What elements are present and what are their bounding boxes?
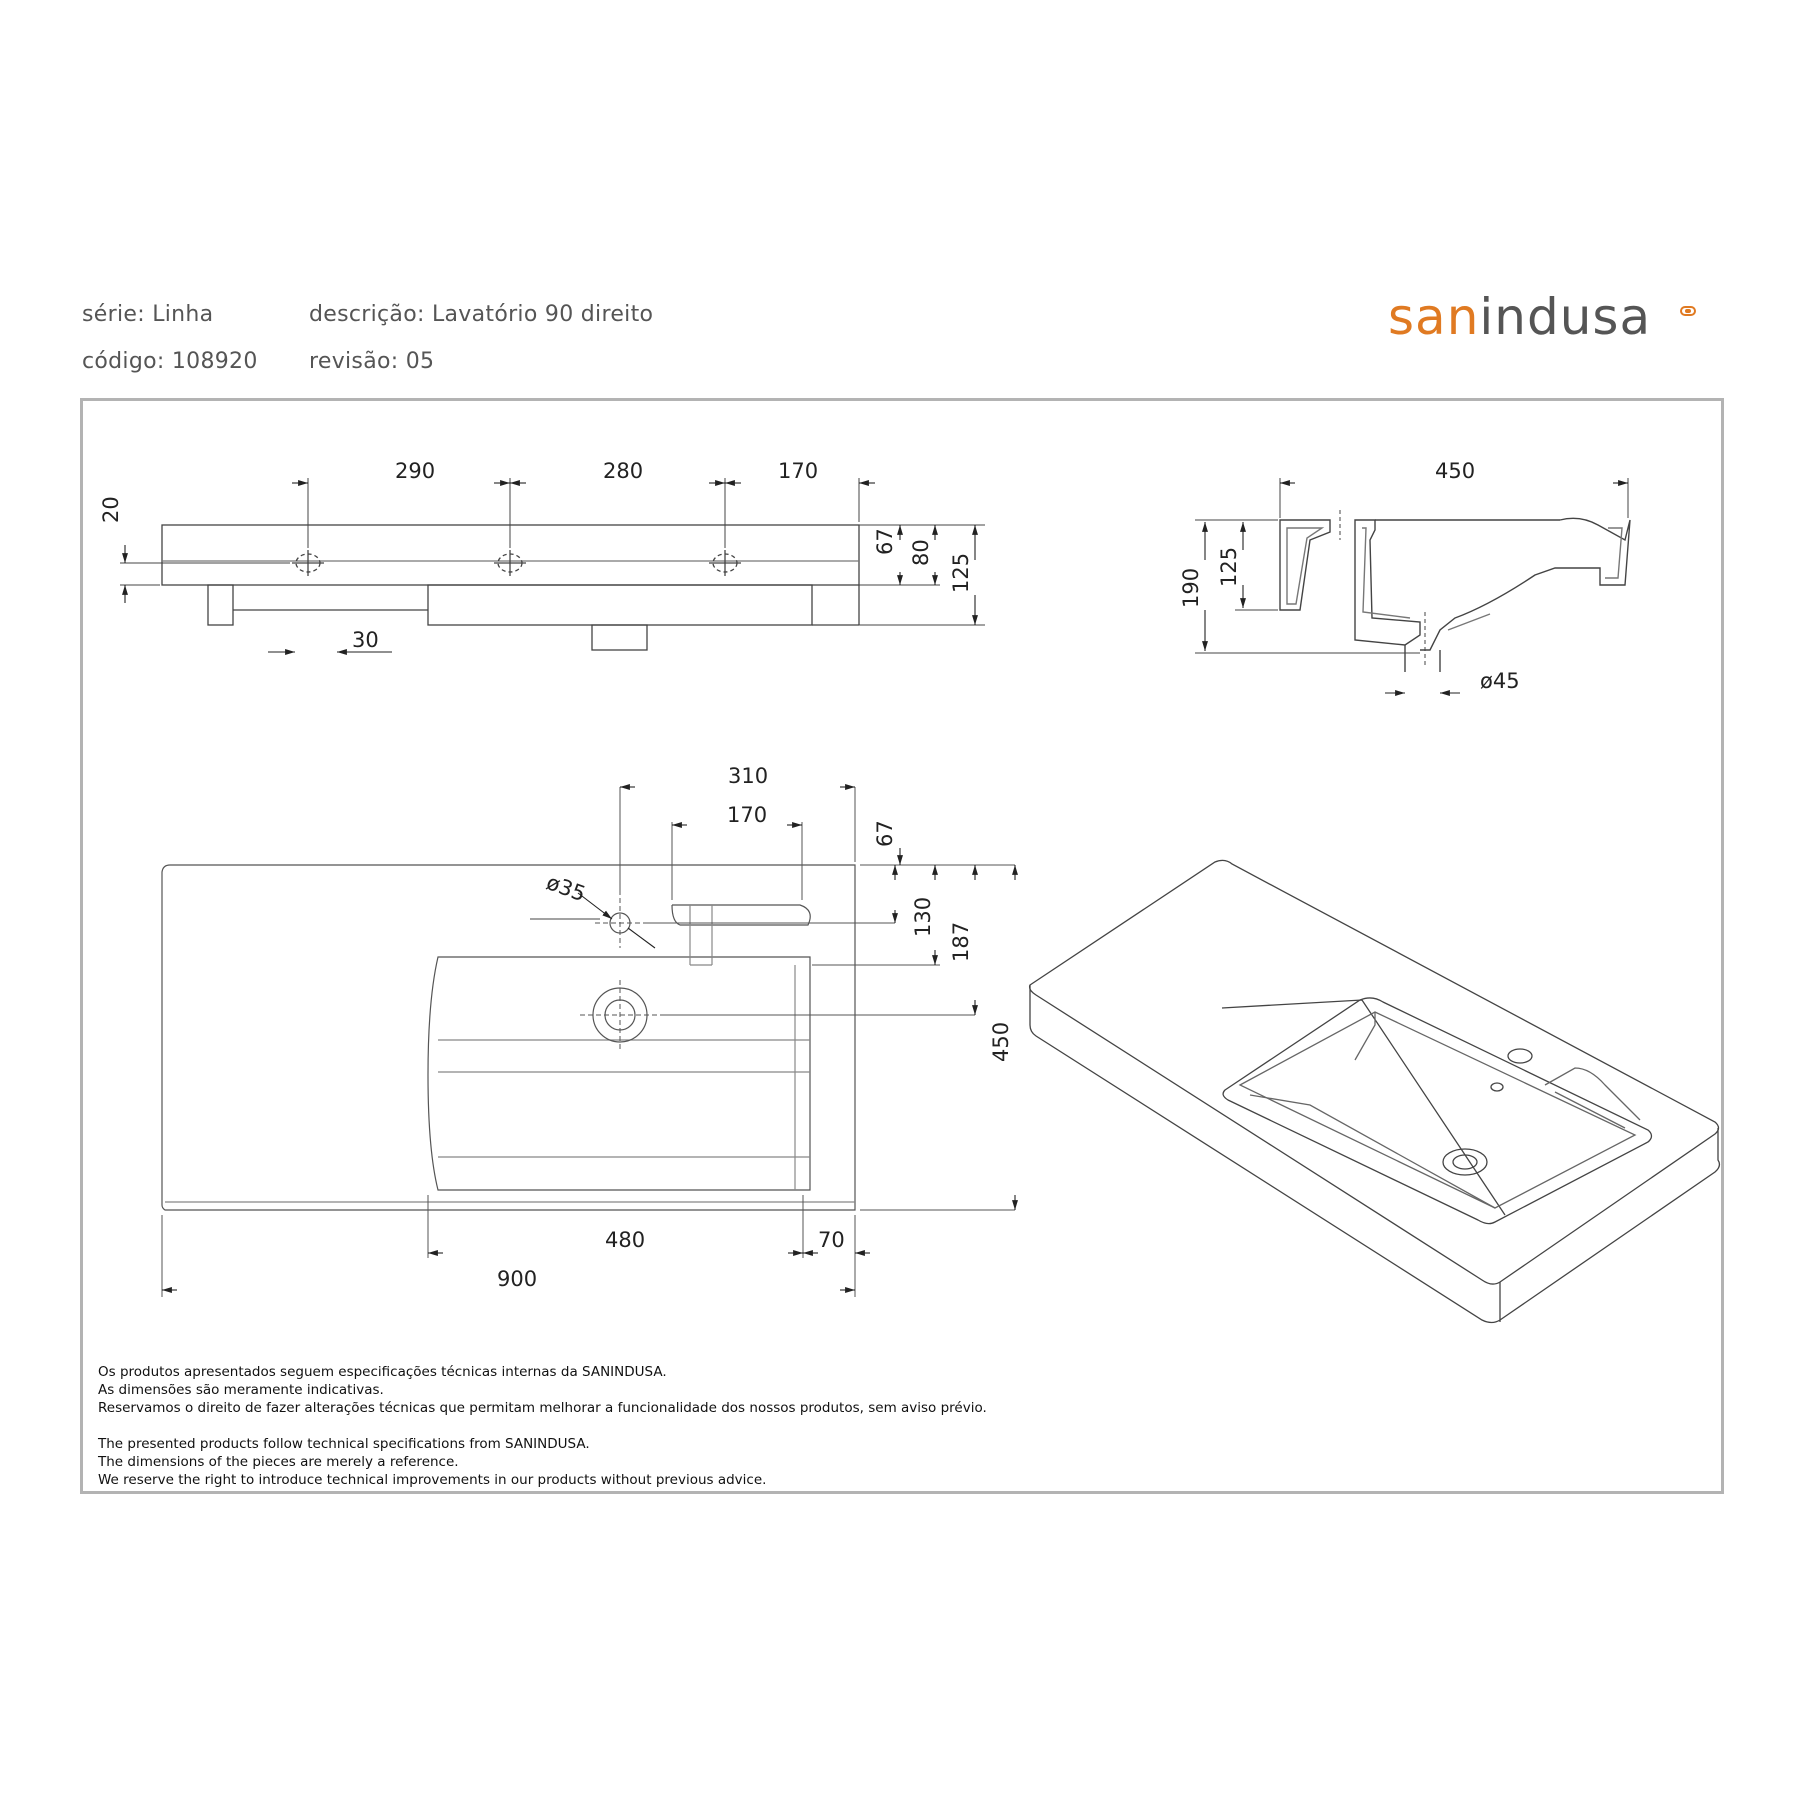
front-hole-2 bbox=[494, 550, 526, 576]
dim-top-130: 130 bbox=[911, 897, 935, 937]
drawing-frame bbox=[80, 398, 1724, 1494]
dim-top-310: 310 bbox=[728, 764, 768, 788]
dim-side-45: ø45 bbox=[1480, 669, 1520, 693]
logo-san: san bbox=[1388, 288, 1480, 346]
dim-front-30: 30 bbox=[352, 628, 379, 652]
front-view-apron bbox=[427, 584, 813, 626]
descricao-label: descrição: Lavatório 90 direito bbox=[309, 302, 654, 327]
dim-top-480: 480 bbox=[605, 1228, 645, 1252]
sanindusa-logo: sanindusa bbox=[1388, 292, 1651, 342]
note-pt-1: Os produtos apresentados seguem especifi… bbox=[98, 1364, 667, 1380]
note-en-3: We reserve the right to introduce techni… bbox=[98, 1472, 767, 1488]
side-wall-left bbox=[1279, 519, 1331, 611]
front-view-drain bbox=[591, 624, 648, 651]
front-hole-3 bbox=[709, 550, 741, 576]
dim-front-170: 170 bbox=[778, 459, 818, 483]
dim-side-125: 125 bbox=[1217, 547, 1241, 587]
note-en-1: The presented products follow technical … bbox=[98, 1436, 590, 1452]
front-view bbox=[120, 478, 985, 651]
isometric-view bbox=[1028, 859, 1721, 1324]
top-dim-lines bbox=[162, 784, 1018, 1293]
logo-indusa: indusa bbox=[1479, 288, 1652, 346]
top-view-outline bbox=[161, 864, 856, 1211]
note-pt-3: Reservamos o direito de fazer alterações… bbox=[98, 1400, 987, 1416]
dim-top-450: 450 bbox=[989, 1022, 1013, 1062]
dim-top-70: 70 bbox=[818, 1228, 845, 1252]
iso-tap-hole bbox=[1507, 1048, 1533, 1064]
revisao-label: revisão: 05 bbox=[309, 349, 435, 374]
dim-front-290: 290 bbox=[395, 459, 435, 483]
iso-overflow-hole bbox=[1490, 1082, 1504, 1092]
iso-top-surface bbox=[1028, 859, 1720, 1285]
top-view bbox=[161, 787, 1015, 1297]
dim-front-80: 80 bbox=[909, 539, 933, 566]
codigo-label: código: 108920 bbox=[82, 349, 258, 374]
dim-top-35: ø35 bbox=[543, 870, 588, 906]
dim-front-67: 67 bbox=[873, 528, 897, 555]
tap-hole bbox=[595, 898, 645, 948]
serie-label: série: Linha bbox=[82, 302, 214, 327]
dim-top-900: 900 bbox=[497, 1267, 537, 1291]
dim-top-170: 170 bbox=[727, 803, 767, 827]
dim-front-20: 20 bbox=[99, 496, 123, 523]
front-view-foot bbox=[207, 584, 234, 626]
dim-top-187: 187 bbox=[949, 922, 973, 962]
front-dim-lines bbox=[122, 480, 978, 655]
dim-front-125: 125 bbox=[949, 553, 973, 593]
dim-top-67: 67 bbox=[873, 820, 897, 847]
iso-basin-rim bbox=[1222, 997, 1653, 1225]
dim-side-190: 190 bbox=[1179, 568, 1203, 608]
dim-front-280: 280 bbox=[603, 459, 643, 483]
side-basin-wall bbox=[1354, 519, 1421, 646]
side-basin-curve bbox=[1420, 517, 1631, 651]
iso-drain bbox=[1442, 1148, 1488, 1176]
side-dim-lines bbox=[1202, 480, 1628, 696]
side-section-view bbox=[1195, 478, 1631, 672]
logo-mark-icon bbox=[1680, 306, 1696, 316]
dim-side-450: 450 bbox=[1435, 459, 1475, 483]
drain-hole bbox=[580, 980, 660, 1050]
note-en-2: The dimensions of the pieces are merely … bbox=[98, 1454, 459, 1470]
front-hole-1 bbox=[292, 550, 324, 576]
note-pt-2: As dimensões são meramente indicativas. bbox=[98, 1382, 384, 1398]
top-overflow-slot bbox=[671, 904, 811, 926]
top-basin-outline bbox=[427, 956, 811, 1191]
